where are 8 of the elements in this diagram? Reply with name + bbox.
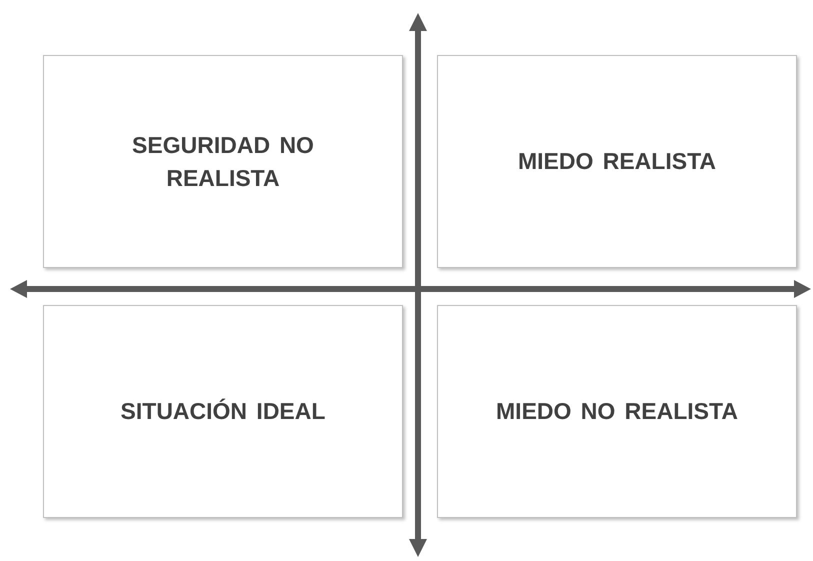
quadrant-box bbox=[437, 55, 797, 268]
quadrant-box bbox=[43, 305, 403, 518]
quadrant-box bbox=[43, 55, 403, 268]
quadrant-label: SEGURIDAD NO REALISTA bbox=[131, 131, 315, 192]
quadrant-box bbox=[437, 305, 797, 518]
quadrant-label: MIEDO REALISTA bbox=[516, 147, 718, 176]
quadrant-label: SITUACIÓN IDEAL bbox=[120, 397, 326, 426]
quadrant-label: MIEDO NO REALISTA bbox=[495, 397, 739, 426]
